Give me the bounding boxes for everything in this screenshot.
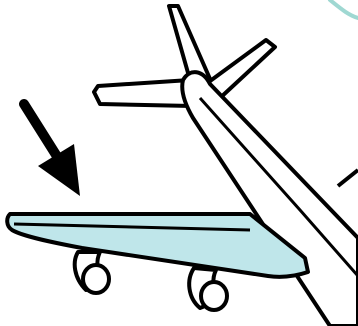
arrow-down-right-icon	[24, 104, 80, 196]
engine-left	[75, 252, 109, 293]
left-stabilizer	[94, 80, 192, 106]
far-wing-edge	[338, 170, 358, 186]
corner-accent	[330, 0, 358, 18]
wing-highlighted	[7, 214, 308, 277]
engine-right	[189, 268, 227, 310]
